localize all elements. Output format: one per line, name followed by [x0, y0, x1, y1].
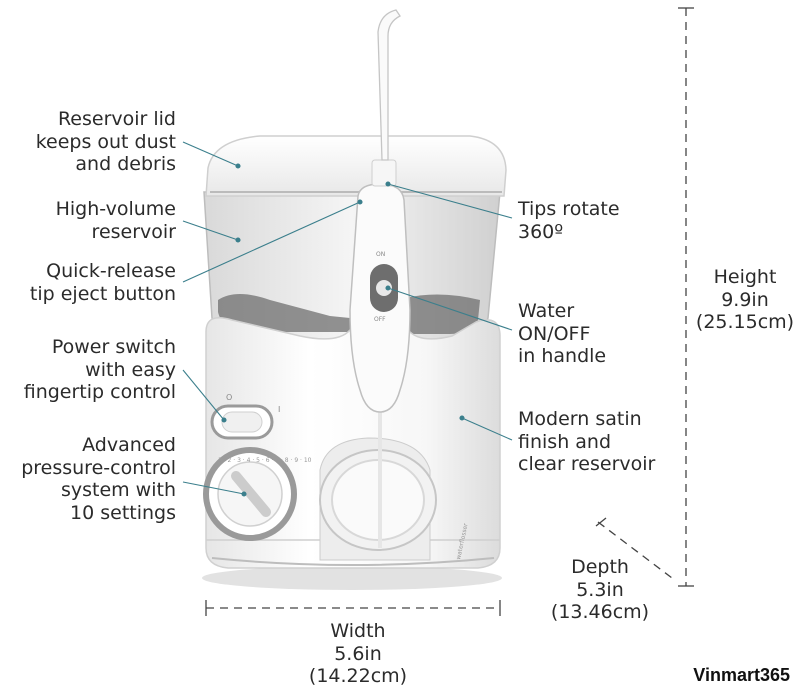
- reservoir-lid: [205, 135, 507, 197]
- svg-text:ON: ON: [376, 251, 385, 258]
- callout-quick-release: Quick-release tip eject button: [29, 260, 176, 305]
- svg-text:1 · 2 · 3 · 4 · 5 · 6 · 7 · 8: 1 · 2 · 3 · 4 · 5 · 6 · 7 · 8 · 9 · 10: [218, 457, 312, 464]
- callout-water-onoff: Water ON/OFF in handle: [518, 300, 607, 367]
- leader-reservoir-lid: [182, 141, 239, 167]
- depth-label: Depth 5.3in (13.46cm): [550, 556, 650, 623]
- brand-watermark: Vinmart365: [693, 665, 790, 685]
- leader-power-switch: [182, 369, 225, 421]
- callout-modern-satin: Modern satin finish and clear reservoir: [518, 408, 656, 475]
- height-label: Height 9.9in (25.15cm): [695, 266, 795, 333]
- callout-reservoir-lid: Reservoir lid keeps out dust and debris: [35, 108, 176, 175]
- width-label: Width 5.6in (14.22cm): [308, 620, 408, 687]
- base-shadow: [202, 566, 502, 590]
- reservoir-water: [218, 294, 350, 332]
- reservoir-water-right: [405, 294, 480, 334]
- leader-water-onoff: [387, 287, 513, 331]
- callout-high-volume: High-volume reservoir: [55, 198, 176, 243]
- leader-pressure-control: [182, 481, 245, 495]
- leader-modern-satin: [461, 417, 513, 441]
- leader-tips-rotate: [387, 183, 513, 219]
- tip-collar: [371, 159, 397, 187]
- leader-high-volume: [182, 220, 239, 241]
- leader-quick-release: [182, 201, 361, 283]
- callout-pressure-control: Advanced pressure-control system with 10…: [21, 434, 176, 524]
- callout-tips-rotate: Tips rotate 360º: [518, 198, 620, 243]
- svg-text:OFF: OFF: [374, 316, 386, 323]
- callout-power-switch: Power switch with easy fingertip control: [23, 336, 176, 403]
- svg-text:O: O: [226, 393, 232, 402]
- svg-text:I: I: [278, 405, 280, 414]
- flossing-tip: [377, 9, 401, 161]
- depth-dimension-line: [597, 521, 673, 579]
